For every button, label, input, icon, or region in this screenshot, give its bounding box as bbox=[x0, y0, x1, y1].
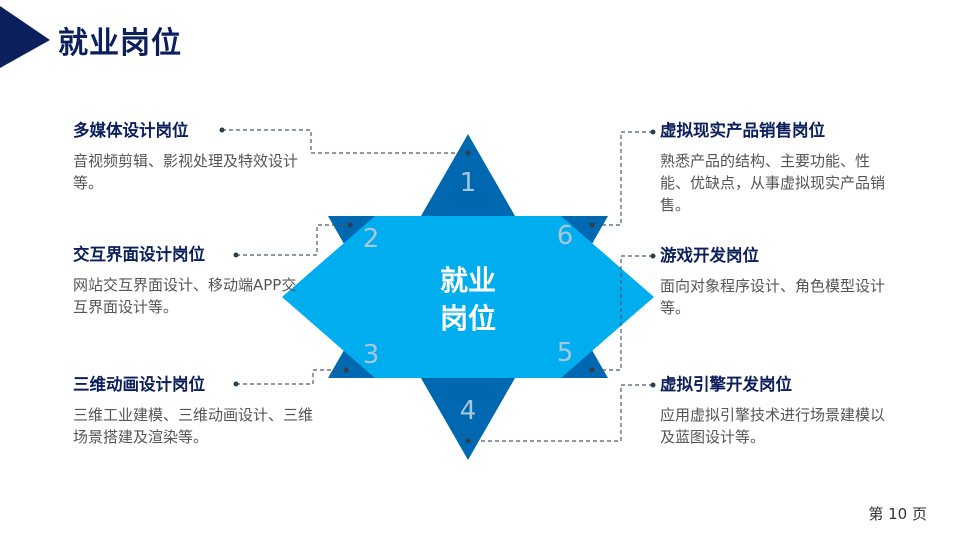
page-title: 就业岗位 bbox=[58, 26, 182, 61]
job-title: 交互界面设计岗位 bbox=[73, 245, 205, 264]
job-title: 虚拟引擎开发岗位 bbox=[660, 375, 792, 394]
job-desc: 熟悉产品的结构、主要功能、性能、优缺点，从事虚拟现实产品销售。 bbox=[660, 152, 886, 214]
job-item-multimedia: 多媒体设计岗位 音视频剪辑、影视处理及特效设计等。 bbox=[73, 120, 313, 194]
star-number-6: 6 bbox=[556, 221, 574, 251]
job-desc: 网站交互界面设计、移动端APP交互界面设计等。 bbox=[73, 276, 297, 316]
connector-lines bbox=[222, 129, 653, 442]
page-number: 第 10 页 bbox=[868, 505, 927, 523]
center-hexagon bbox=[282, 216, 654, 378]
job-title: 多媒体设计岗位 bbox=[73, 121, 189, 140]
job-title: 三维动画设计岗位 bbox=[73, 375, 205, 394]
job-desc: 面向对象程序设计、角色模型设计等。 bbox=[660, 277, 886, 317]
job-item-ui-design: 交互界面设计岗位 网站交互界面设计、移动端APP交互界面设计等。 bbox=[73, 244, 303, 318]
job-title: 虚拟现实产品销售岗位 bbox=[660, 121, 825, 140]
center-label-line2: 岗位 bbox=[439, 302, 496, 335]
star-number-5: 5 bbox=[556, 338, 574, 368]
job-title: 游戏开发岗位 bbox=[660, 246, 759, 265]
job-desc: 应用虚拟引擎技术进行场景建模以及蓝图设计等。 bbox=[660, 406, 886, 446]
job-item-engine-dev: 虚拟引擎开发岗位 应用虚拟引擎技术进行场景建模以及蓝图设计等。 bbox=[660, 374, 885, 448]
job-item-vr-sales: 虚拟现实产品销售岗位 熟悉产品的结构、主要功能、性能、优缺点，从事虚拟现实产品销… bbox=[660, 120, 892, 216]
connector-dots bbox=[219, 127, 656, 444]
center-label: 就业 岗位 bbox=[418, 262, 518, 338]
job-item-3d-animation: 三维动画设计岗位 三维工业建模、三维动画设计、三维场景搭建及渲染等。 bbox=[73, 374, 313, 448]
star-number-1: 1 bbox=[459, 168, 477, 198]
star-number-4: 4 bbox=[459, 396, 477, 426]
job-desc: 音视频剪辑、影视处理及特效设计等。 bbox=[73, 152, 299, 192]
star-number-3: 3 bbox=[362, 340, 380, 370]
job-desc: 三维工业建模、三维动画设计、三维场景搭建及渲染等。 bbox=[73, 406, 314, 446]
corner-arrow-icon bbox=[0, 6, 50, 68]
star-number-2: 2 bbox=[362, 224, 380, 254]
center-label-line1: 就业 bbox=[439, 264, 496, 297]
job-item-game-dev: 游戏开发岗位 面向对象程序设计、角色模型设计等。 bbox=[660, 245, 885, 319]
